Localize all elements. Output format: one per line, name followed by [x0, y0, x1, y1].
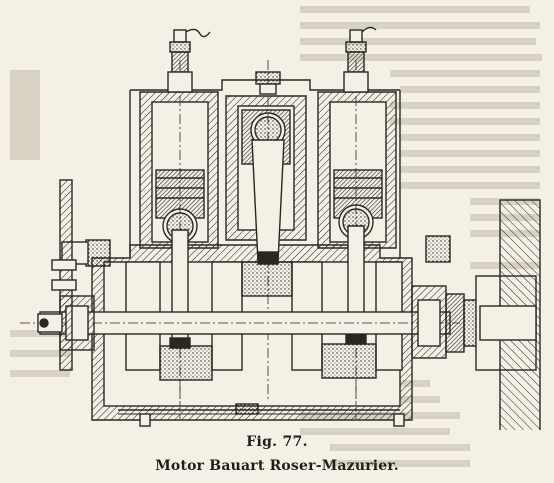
drain-plug	[235, 403, 259, 415]
centre-top-fitting	[255, 71, 281, 95]
left-cylinder	[139, 60, 219, 400]
left-shaft-end	[37, 313, 63, 333]
right-cylinder	[317, 60, 397, 400]
engine-section-drawing	[20, 26, 541, 430]
right-spark-plug	[343, 26, 377, 93]
left-spark-plug	[167, 28, 211, 93]
left-handwheel	[51, 179, 77, 371]
centre-big-end	[241, 261, 293, 297]
figure-number: Fig. 77.	[246, 434, 308, 450]
left-big-end	[159, 345, 213, 381]
right-bearing-housing	[411, 235, 451, 359]
bottom-bolt-right	[393, 413, 405, 427]
flywheel	[475, 199, 541, 430]
right-coupling-nuts	[445, 293, 479, 353]
right-big-end	[321, 343, 377, 379]
centre-connecting-rod	[251, 139, 285, 263]
figure-caption: Motor Bauart Roser-Mazurier.	[155, 458, 399, 474]
bottom-bolt-left	[139, 413, 151, 427]
